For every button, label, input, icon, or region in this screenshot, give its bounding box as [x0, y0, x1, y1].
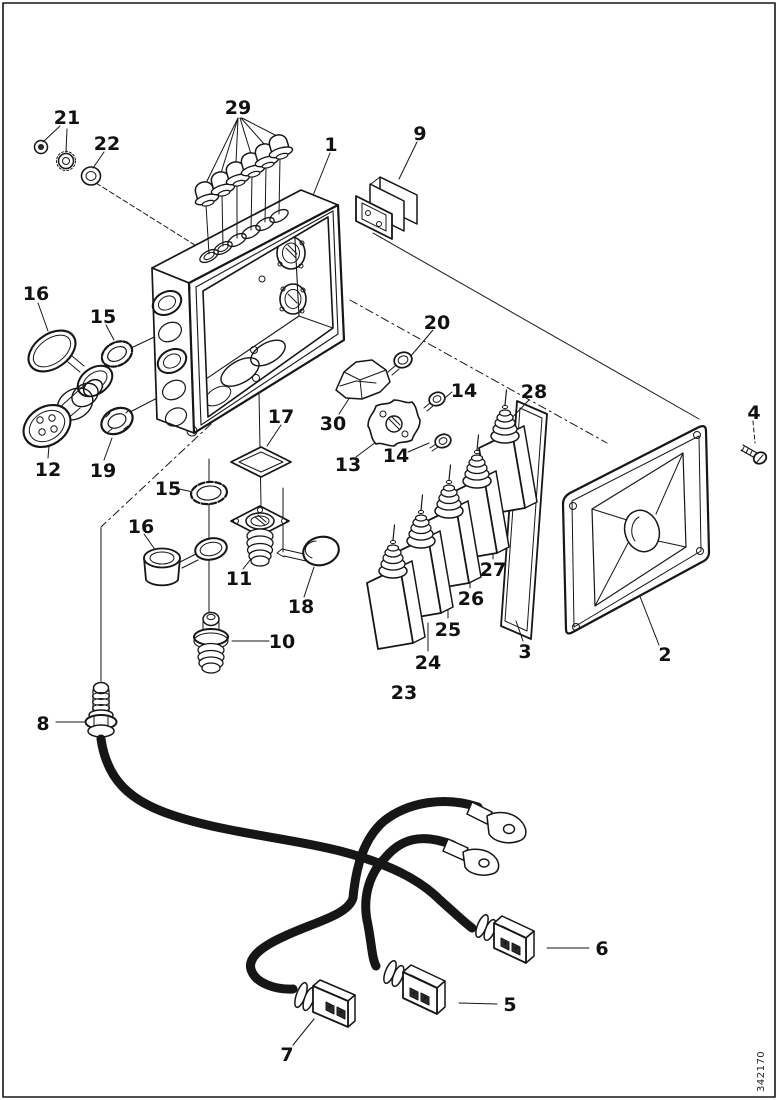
part-14-screw-b — [429, 433, 452, 452]
callout-20: 20 — [424, 312, 450, 334]
callout-21: 21 — [54, 107, 80, 129]
callout-6: 6 — [595, 938, 608, 960]
callout-14a: 14 — [451, 380, 477, 402]
callout-22: 22 — [94, 133, 120, 155]
callout-10: 10 — [269, 631, 295, 653]
part-3-gasket-seal — [500, 400, 548, 640]
callout-16b: 16 — [128, 516, 154, 538]
part-10-fitting — [193, 611, 229, 674]
harness-cables — [96, 734, 483, 994]
callout-15b: 15 — [155, 478, 181, 500]
callout-7: 7 — [280, 1044, 293, 1066]
callout-16a: 16 — [23, 283, 49, 305]
callout-27: 27 — [480, 559, 506, 581]
callout-12: 12 — [35, 459, 61, 481]
part-14-screw-a — [423, 391, 446, 412]
part-20-screw — [387, 351, 413, 376]
part-22-washer — [80, 166, 102, 186]
part-30-bracket — [335, 359, 391, 400]
callout-4: 4 — [747, 402, 760, 424]
part-16-cap-b — [143, 537, 228, 587]
part-11-receptacle — [230, 505, 290, 567]
callouts: 21 22 29 1 9 16 15 20 14 28 4 12 19 17 3… — [23, 97, 761, 1066]
callout-5: 5 — [503, 994, 516, 1016]
callout-13: 13 — [335, 454, 361, 476]
callout-26: 26 — [458, 588, 484, 610]
callout-23: 23 — [391, 682, 417, 704]
part-13-mounting-plate — [367, 399, 421, 447]
part-2-cover-plate — [561, 425, 711, 635]
ring-terminals — [442, 801, 527, 876]
callout-8: 8 — [36, 713, 49, 735]
callout-15a: 15 — [90, 306, 116, 328]
callout-3: 3 — [518, 641, 531, 663]
callout-2: 2 — [658, 644, 671, 666]
part-12-connector — [22, 378, 104, 449]
part-19-grommet — [100, 406, 134, 436]
part-7-connector — [294, 979, 356, 1028]
drawing-number: 342170 — [756, 1051, 767, 1092]
part-16-cap-a — [27, 329, 114, 398]
callout-11: 11 — [226, 568, 252, 590]
part-21-fasteners — [33, 139, 76, 171]
callout-9: 9 — [413, 123, 426, 145]
part-18-cap — [276, 535, 340, 567]
part-15-ring-nut-b — [189, 480, 229, 506]
part-1-junction-box — [151, 189, 346, 437]
part-17-gasket — [230, 446, 292, 478]
part-6-connector — [475, 913, 535, 964]
part-9-connector — [355, 176, 418, 240]
callout-28: 28 — [521, 381, 547, 403]
callout-29: 29 — [225, 97, 251, 119]
callout-1: 1 — [324, 134, 337, 156]
callout-19: 19 — [90, 460, 116, 482]
callout-24: 24 — [415, 652, 441, 674]
part-29-sealing-caps — [189, 131, 296, 255]
callout-30: 30 — [320, 413, 346, 435]
part-4-screw — [740, 444, 768, 465]
part-15-ring-nut-a — [100, 340, 134, 368]
callout-14b: 14 — [383, 445, 409, 467]
part-5-connector — [383, 959, 446, 1015]
callout-17: 17 — [268, 406, 294, 428]
callout-25: 25 — [435, 619, 461, 641]
callout-18: 18 — [288, 596, 314, 618]
part-8-cable-fitting — [84, 681, 118, 738]
